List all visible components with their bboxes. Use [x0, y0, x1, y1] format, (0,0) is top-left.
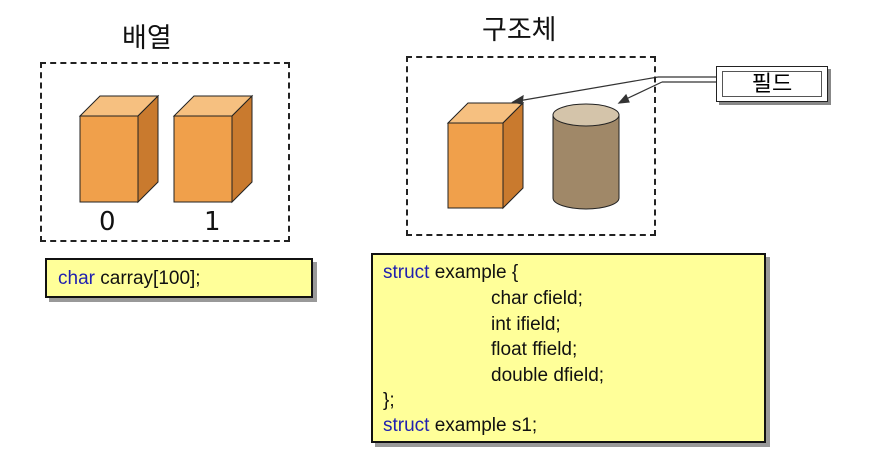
- array-container: [40, 62, 290, 242]
- array-code-line: char carray[100];: [58, 268, 201, 290]
- struct-code-line-5: double dfield;: [491, 365, 605, 386]
- array-element-0-box: [78, 94, 160, 204]
- array-element-1-box: [172, 94, 254, 204]
- struct-field-cylinder: [552, 103, 620, 210]
- code-text: example {: [429, 262, 519, 283]
- struct-code-line-3: int ifield;: [491, 314, 561, 335]
- struct-code-box: struct example { char cfield; int ifield…: [371, 253, 766, 443]
- struct-code-line-6: };: [383, 390, 395, 411]
- array-title: 배열: [122, 23, 172, 54]
- array-code-box: char carray[100];: [45, 258, 313, 298]
- struct-code-line-7: struct example s1;: [383, 415, 537, 437]
- struct-title: 구조체: [482, 15, 557, 46]
- array-index-0: 0: [99, 207, 116, 237]
- code-text: example s1;: [429, 415, 538, 436]
- struct-code-line-4: float ffield;: [491, 339, 578, 360]
- code-keyword: struct: [383, 262, 430, 283]
- struct-field-cuboid: [446, 101, 525, 210]
- array-index-1: 1: [204, 207, 221, 237]
- code-text: carray[100];: [94, 268, 201, 289]
- code-keyword: char: [58, 268, 95, 289]
- field-label: 필드: [722, 71, 822, 97]
- field-label-box: 필드: [716, 66, 828, 102]
- code-keyword: struct: [383, 415, 430, 436]
- struct-code-line-2: char cfield;: [491, 288, 583, 309]
- struct-code-line-1: struct example {: [383, 262, 518, 284]
- struct-container: [406, 56, 656, 236]
